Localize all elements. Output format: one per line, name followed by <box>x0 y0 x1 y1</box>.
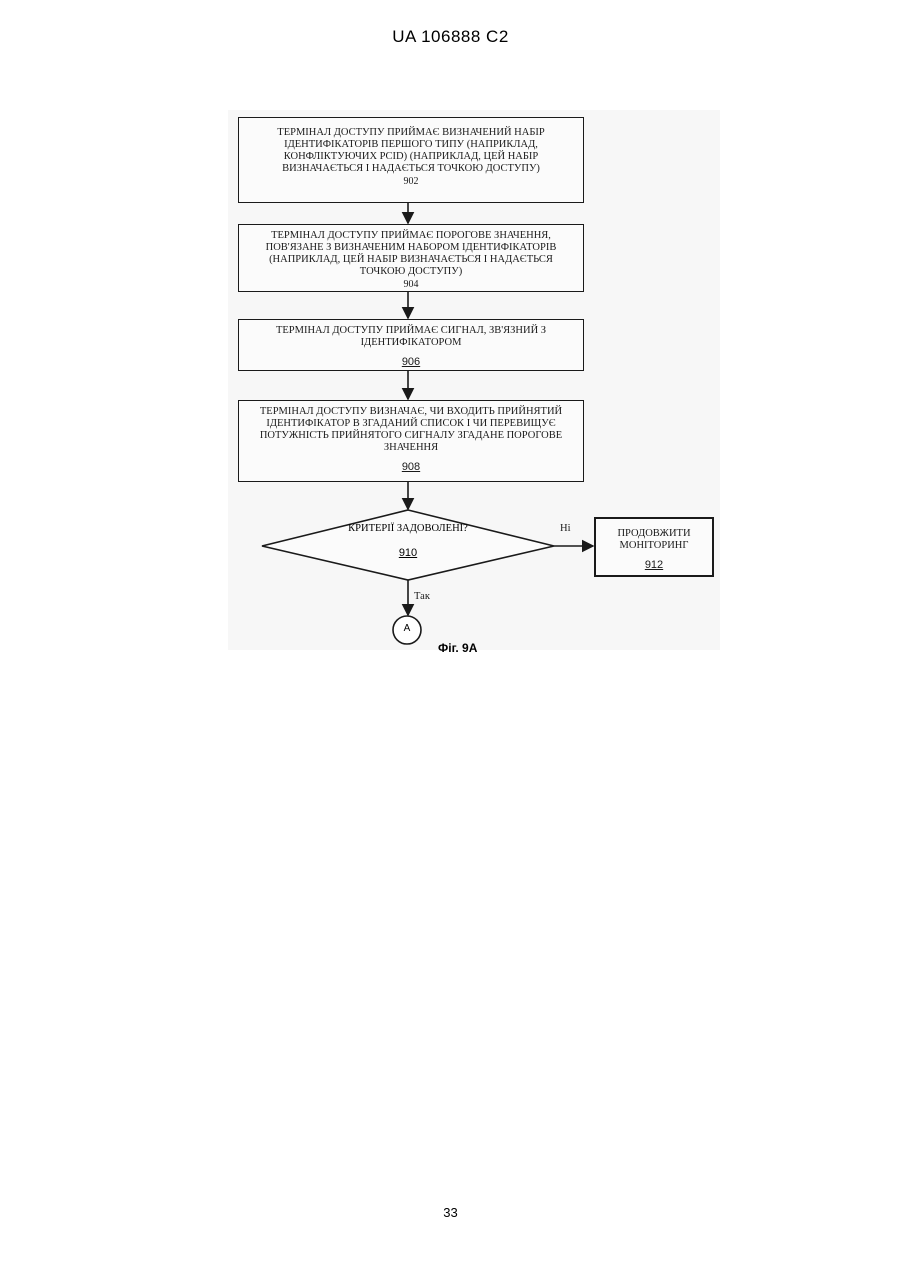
figure-caption: Фіг. 9А <box>438 641 477 655</box>
step-906-text: ТЕРМІНАЛ ДОСТУПУ ПРИЙМАЄ СИГНАЛ, ЗВ'ЯЗНИ… <box>276 325 546 348</box>
yes-branch-label: Так <box>414 591 430 602</box>
decision-diamond <box>262 510 554 580</box>
flowchart-figure: ТЕРМІНАЛ ДОСТУПУ ПРИЙМАЄ ВИЗНАЧЕНИЙ НАБІ… <box>228 110 720 650</box>
step-904-text: ТЕРМІНАЛ ДОСТУПУ ПРИЙМАЄ ПОРОГОВЕ ЗНАЧЕН… <box>266 230 557 277</box>
step-906-number: 906 <box>245 356 577 368</box>
step-908-box: ТЕРМІНАЛ ДОСТУПУ ВИЗНАЧАЄ, ЧИ ВХОДИТЬ ПР… <box>238 400 584 482</box>
step-902-text: ТЕРМІНАЛ ДОСТУПУ ПРИЙМАЄ ВИЗНАЧЕНИЙ НАБІ… <box>277 127 544 174</box>
step-908-number: 908 <box>245 461 577 473</box>
step-912-number: 912 <box>602 559 706 571</box>
step-904-number: 904 <box>245 279 577 291</box>
step-904-box: ТЕРМІНАЛ ДОСТУПУ ПРИЙМАЄ ПОРОГОВЕ ЗНАЧЕН… <box>238 224 584 292</box>
step-908-text: ТЕРМІНАЛ ДОСТУПУ ВИЗНАЧАЄ, ЧИ ВХОДИТЬ ПР… <box>260 406 562 453</box>
step-912-box: ПРОДОВЖИТИ МОНІТОРИНГ 912 <box>594 517 714 577</box>
no-branch-label: Ні <box>560 523 571 534</box>
page-number: 33 <box>0 1205 901 1220</box>
step-906-box: ТЕРМІНАЛ ДОСТУПУ ПРИЙМАЄ СИГНАЛ, ЗВ'ЯЗНИ… <box>238 319 584 371</box>
document-header: UA 106888 C2 <box>0 27 901 47</box>
step-912-text: ПРОДОВЖИТИ МОНІТОРИНГ <box>617 528 690 551</box>
step-902-box: ТЕРМІНАЛ ДОСТУПУ ПРИЙМАЄ ВИЗНАЧЕНИЙ НАБІ… <box>238 117 584 203</box>
connector-label: A <box>397 623 417 634</box>
decision-number: 910 <box>368 547 448 559</box>
step-902-number: 902 <box>245 176 577 188</box>
decision-text: КРИТЕРІЇ ЗАДОВОЛЕНІ? <box>318 523 498 534</box>
